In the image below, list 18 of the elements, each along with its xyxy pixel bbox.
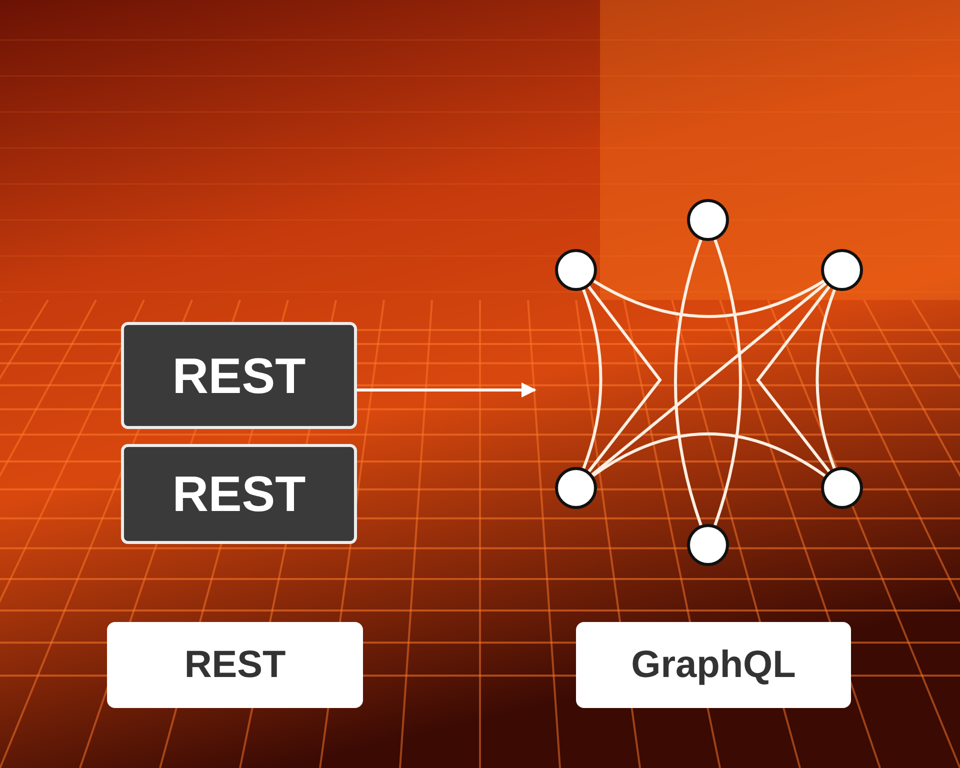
box-label: REST	[184, 644, 286, 686]
box-label: REST	[172, 465, 306, 523]
connector-line	[582, 289, 602, 469]
box-label: GraphQL	[631, 644, 796, 686]
arrow	[357, 382, 536, 398]
connector-line	[674, 239, 702, 526]
connector-line	[593, 280, 825, 318]
label-card	[576, 622, 851, 708]
connector-line	[592, 432, 826, 478]
connector-line	[816, 289, 836, 469]
connector-line	[588, 286, 662, 472]
api-box	[121, 444, 357, 544]
connector-line	[591, 282, 827, 476]
api-box	[121, 322, 357, 429]
box-label: REST	[172, 346, 306, 404]
connector-line	[756, 286, 830, 472]
connector-line	[714, 239, 742, 526]
label-card	[107, 622, 363, 708]
